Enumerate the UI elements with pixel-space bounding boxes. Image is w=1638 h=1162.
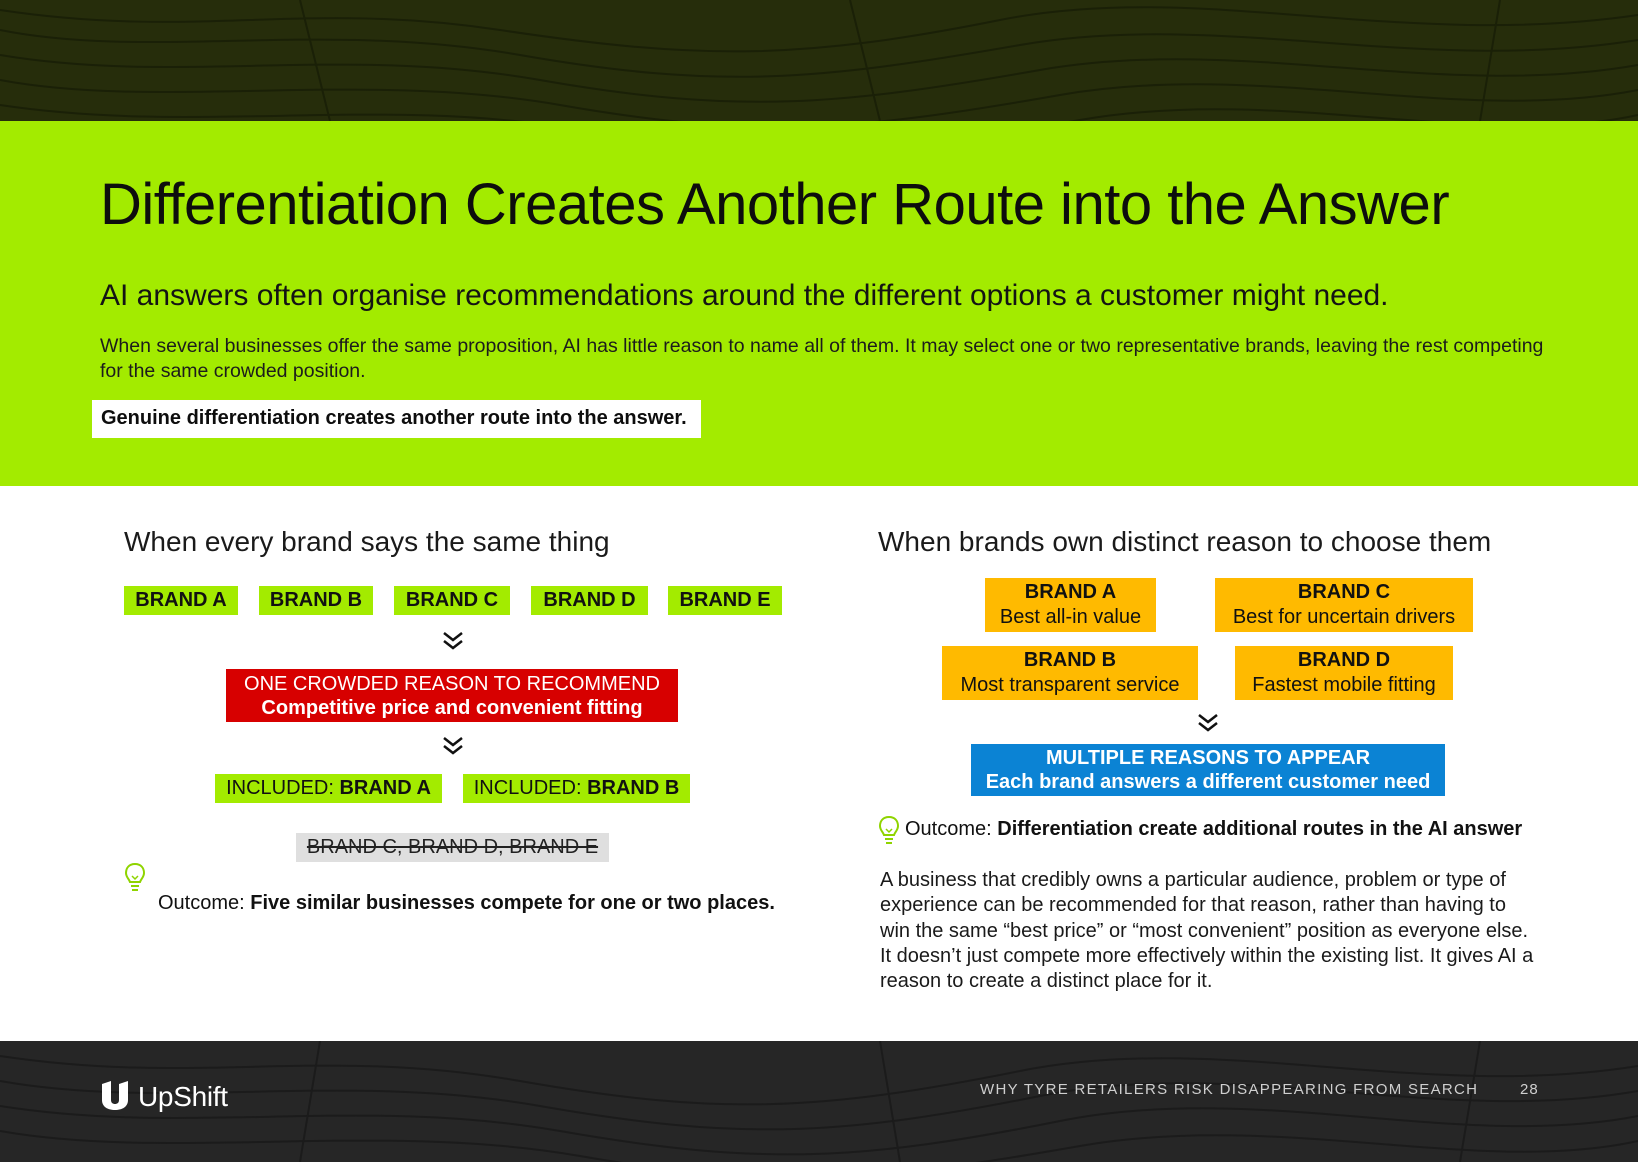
crowded-reason-detail: Competitive price and convenient fitting — [261, 697, 643, 719]
brand-name: BRAND C — [1297, 581, 1391, 603]
right-outcome: Outcome: Differentiation create addition… — [905, 818, 1522, 841]
contour-pattern — [0, 1041, 1638, 1162]
included-label: INCLUDED: — [226, 777, 334, 799]
crowded-reason-title: ONE CROWDED REASON TO RECOMMEND — [244, 673, 660, 695]
page-subtitle: AI answers often organise recommendation… — [100, 279, 1389, 312]
brand-logo-text: UpShift — [138, 1081, 228, 1112]
brand-reason: Best for uncertain drivers — [1232, 606, 1456, 628]
right-body-paragraph: A business that credibly owns a particul… — [880, 869, 1534, 993]
outcome-text: Differentiation create additional routes… — [997, 818, 1523, 840]
brand-tag: BRAND C — [394, 586, 510, 615]
brand-reason: Fastest mobile fitting — [1252, 674, 1436, 696]
included-brand-tag: INCLUDED: BRAND A — [215, 774, 442, 803]
lightbulb-icon — [878, 815, 900, 844]
outcome-label: Outcome: — [905, 818, 992, 840]
chevron-double-down-icon — [1198, 714, 1218, 732]
multiple-reasons-detail: Each brand answers a different customer … — [985, 771, 1431, 793]
footer-band — [0, 1041, 1638, 1162]
included-brand-tag: INCLUDED: BRAND B — [463, 774, 690, 803]
page-number: 28 — [1520, 1081, 1539, 1098]
upshift-logo-icon — [102, 1081, 128, 1110]
intro-paragraph: When several businesses offer the same p… — [100, 335, 1544, 382]
brand-reason-card: BRAND C Best for uncertain drivers — [1215, 578, 1473, 632]
key-message-callout: Genuine differentiation creates another … — [92, 400, 701, 438]
excluded-brands: BRAND C, BRAND D, BRAND E — [296, 833, 609, 862]
included-label: INCLUDED: — [473, 777, 582, 799]
lightbulb-icon — [124, 862, 146, 891]
multiple-reasons-title: MULTIPLE REASONS TO APPEAR — [1045, 747, 1371, 769]
included-brand: BRAND B — [587, 777, 680, 799]
brand-reason-card: BRAND A Best all-in value — [985, 578, 1156, 632]
page-title: Differentiation Creates Another Route in… — [100, 172, 1450, 237]
brand-reason-card: BRAND B Most transparent service — [942, 646, 1198, 700]
chevron-double-down-icon — [443, 632, 463, 650]
outcome-text: Five similar businesses compete for one … — [250, 892, 775, 914]
brand-tag: BRAND B — [259, 586, 373, 615]
brand-tag: BRAND D — [531, 586, 648, 615]
crowded-reason-box: ONE CROWDED REASON TO RECOMMEND Competit… — [226, 669, 678, 722]
left-column-heading: When every brand says the same thing — [124, 526, 610, 557]
included-brand: BRAND A — [339, 777, 431, 799]
brand-name: BRAND A — [1024, 581, 1117, 603]
brand-reason: Best all-in value — [999, 606, 1142, 628]
contour-pattern — [0, 0, 1638, 121]
brand-tag: BRAND A — [124, 586, 238, 615]
brand-reason: Most transparent service — [960, 674, 1180, 696]
brand-name: BRAND B — [1023, 649, 1117, 671]
outcome-label: Outcome: — [158, 892, 245, 914]
chevron-double-down-icon — [443, 737, 463, 755]
right-column-heading: When brands own distinct reason to choos… — [878, 526, 1492, 557]
brand-name: BRAND D — [1297, 649, 1391, 671]
multiple-reasons-box: MULTIPLE REASONS TO APPEAR Each brand an… — [971, 744, 1445, 796]
brand-reason-card: BRAND D Fastest mobile fitting — [1235, 646, 1453, 700]
document-title: WHY TYRE RETAILERS RISK DISAPPEARING FRO… — [980, 1081, 1479, 1098]
header-texture-band — [0, 0, 1638, 121]
left-outcome: Outcome: Five similar businesses compete… — [158, 892, 775, 915]
brand-tag: BRAND E — [668, 586, 782, 615]
